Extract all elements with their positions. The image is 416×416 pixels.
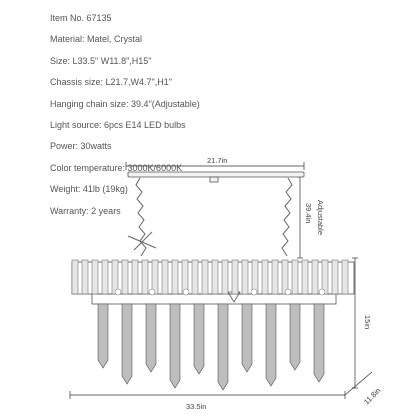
spec-material: Material: Matel, Crystal bbox=[50, 34, 143, 45]
crystal-prisms bbox=[97, 303, 325, 391]
spec-chain-size: Hanging chain size: 39.4"(Adjustable) bbox=[50, 98, 200, 109]
spec-chassis-size: Chassis size: L21.7,W4.7",H1" bbox=[50, 77, 172, 88]
spec-list: Item No. 67135 Material: Matel, Crystal … bbox=[50, 8, 200, 222]
dimension-adjustable-label: Adjustable bbox=[316, 200, 325, 236]
dimension-chain-length: 39.4in bbox=[304, 203, 313, 224]
spec-warranty: Warranty: 2 years bbox=[50, 205, 121, 216]
bulbs bbox=[114, 288, 326, 296]
dimension-lines bbox=[69, 162, 373, 399]
spec-size: Size: L33.5" W11.8",H15" bbox=[50, 55, 152, 66]
spec-weight: Weight: 41lb (19kg) bbox=[50, 184, 128, 195]
spec-item-number: Item No. 67135 bbox=[50, 13, 112, 23]
dimension-body-length: 33.5in bbox=[186, 402, 207, 411]
dimension-chassis-width: 21.7in bbox=[207, 156, 228, 165]
spec-color-temperature: Color temperature: 3000K/6000K bbox=[50, 162, 183, 173]
spec-power: Power: 30watts bbox=[50, 141, 112, 152]
spec-light-source: Light source: 6pcs E14 LED bulbs bbox=[50, 120, 186, 131]
hanging-chains bbox=[127, 177, 293, 257]
dimension-body-height: 15in bbox=[363, 315, 372, 330]
crystal-row-top bbox=[71, 259, 349, 295]
canopy bbox=[127, 171, 305, 183]
